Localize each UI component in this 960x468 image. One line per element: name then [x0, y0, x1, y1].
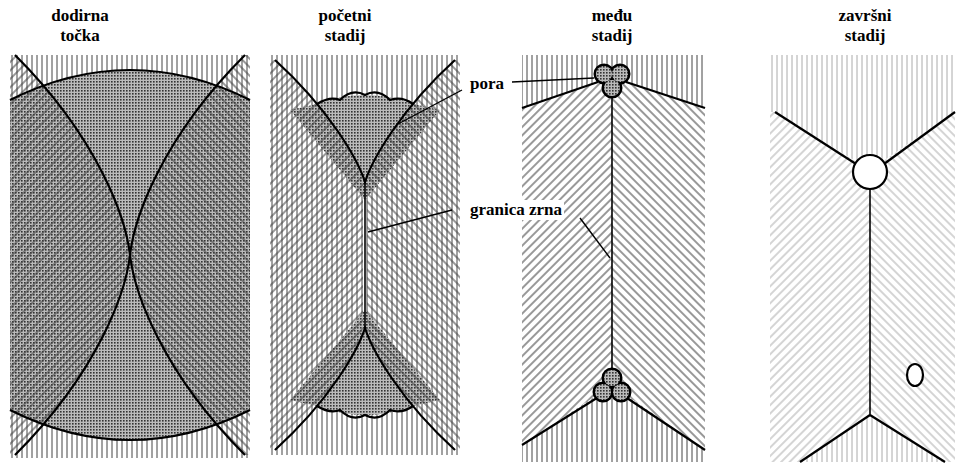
pore — [595, 65, 629, 97]
leader-line — [398, 90, 462, 124]
contact-point-panel — [10, 55, 250, 458]
grain-boundary — [626, 82, 705, 108]
grain-boundary — [522, 82, 598, 108]
grain — [10, 55, 130, 455]
stage-title: završni stadij — [823, 6, 907, 45]
grain-outline — [10, 70, 250, 100]
grain-boundary — [869, 189, 871, 415]
pore — [595, 370, 629, 400]
grain-outline — [10, 410, 250, 440]
grain-boundary — [775, 112, 856, 164]
pore — [594, 369, 630, 401]
intermediate-stage-panel — [522, 55, 705, 462]
grain-outline — [15, 55, 130, 455]
grain-hatch — [10, 55, 250, 458]
grain-outline — [275, 60, 455, 182]
callout-label: pora — [468, 74, 506, 94]
grain-boundary — [611, 96, 613, 372]
stage-title: početni stadij — [307, 6, 383, 45]
grain-boundary — [364, 182, 366, 328]
grain-boundary — [884, 112, 955, 164]
grain — [800, 415, 945, 462]
pore-outline — [317, 406, 413, 418]
stage-title: među stadij — [579, 6, 645, 45]
grain-boundary — [800, 415, 870, 462]
leader-line — [580, 218, 610, 258]
pore — [596, 66, 628, 96]
pore-outline — [317, 92, 413, 104]
grain — [367, 60, 460, 450]
leader-line — [512, 78, 594, 82]
final-stage-panel — [770, 55, 955, 462]
grain-hatch — [270, 55, 460, 455]
stage-title: dodirna točka — [38, 6, 122, 45]
grain — [270, 60, 363, 450]
pore — [853, 155, 887, 189]
grain — [612, 78, 705, 450]
callout-label: granica zrna — [468, 200, 564, 220]
grain-outline — [275, 328, 455, 450]
grain — [522, 78, 612, 445]
grain-boundary — [624, 396, 705, 450]
leader-line — [368, 210, 452, 232]
grain-outline — [130, 55, 245, 455]
grain-boundary — [870, 415, 945, 462]
pore — [907, 364, 923, 386]
grain-boundary — [522, 396, 600, 445]
grain — [130, 55, 250, 455]
initial-stage-panel — [270, 55, 460, 455]
